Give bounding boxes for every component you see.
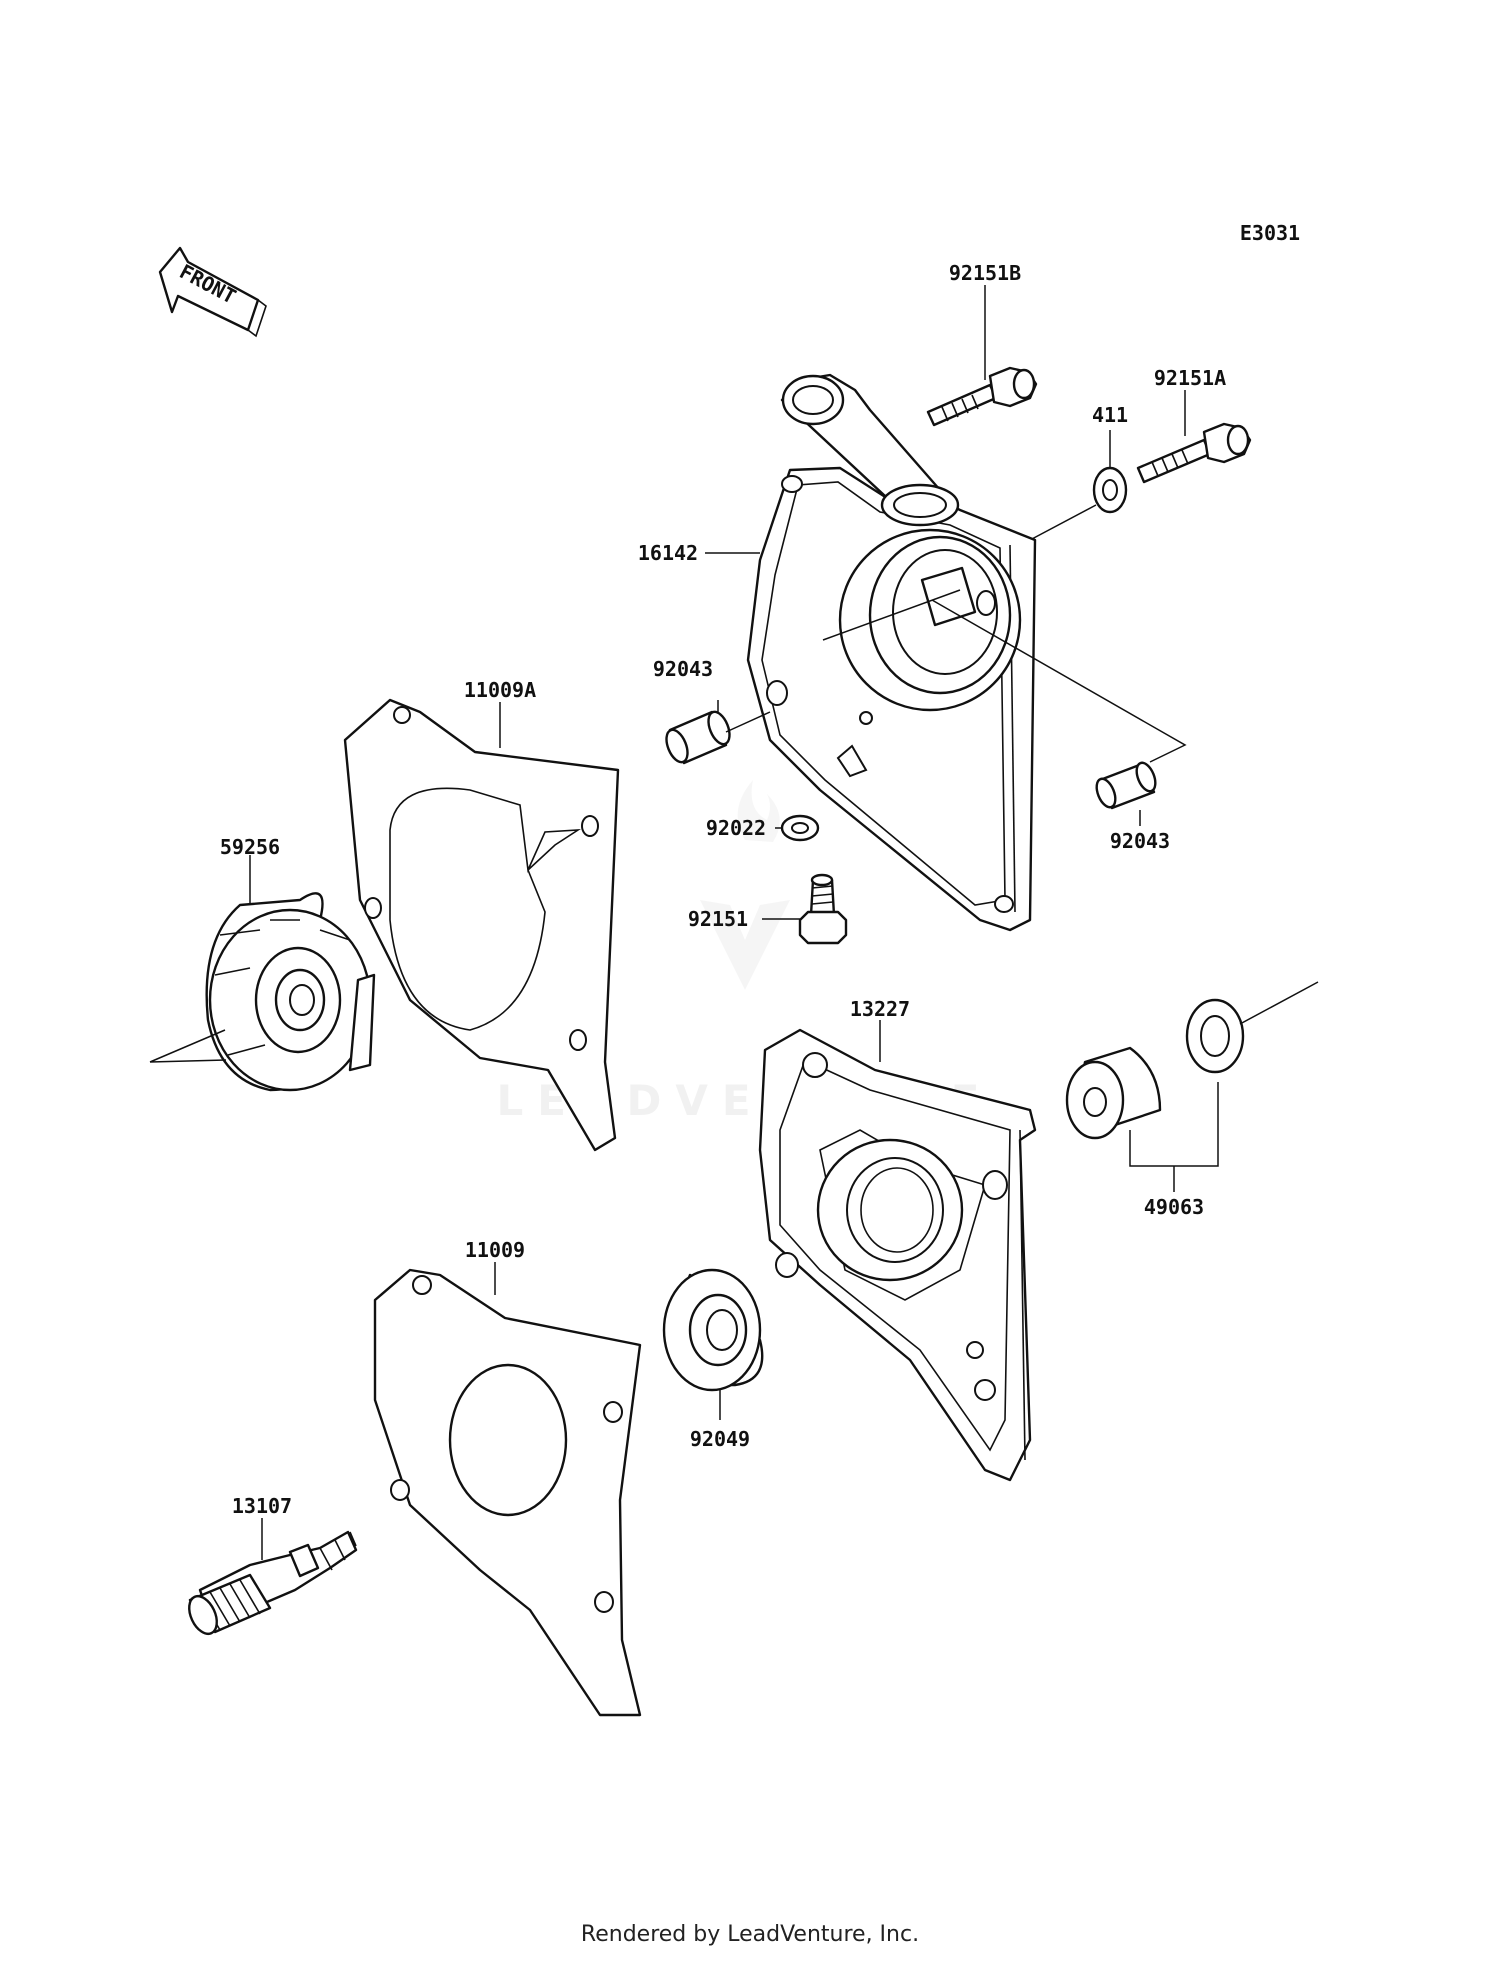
label-92151A: 92151A (1154, 366, 1226, 390)
diagram-code: E3031 (1240, 221, 1300, 245)
label-16142: 16142 (638, 541, 698, 565)
cover-13227: 13227 (758, 997, 1037, 1482)
label-92043-right: 92043 (1110, 829, 1170, 853)
label-92043-left: 92043 (653, 657, 713, 681)
label-411: 411 (1092, 403, 1128, 427)
washer-92022: 92022 (706, 814, 820, 842)
label-11009: 11009 (465, 1238, 525, 1262)
label-13227: 13227 (850, 997, 910, 1021)
label-11009A: 11009A (464, 678, 536, 702)
pump-housing-16142: 16142 (638, 373, 1187, 932)
bolt-92151B: 92151B (926, 261, 1038, 427)
washer-411: 411 (1029, 403, 1128, 541)
label-92151: 92151 (688, 907, 748, 931)
label-92151B: 92151B (949, 261, 1021, 285)
label-59256: 59256 (220, 835, 280, 859)
dowel-92043-right: 92043 (1095, 761, 1170, 853)
footer-credit: Rendered by LeadVenture, Inc. (580, 1922, 920, 1947)
bolt-92151A: 92151A (1136, 366, 1252, 484)
front-arrow-icon: FRONT (158, 246, 267, 338)
label-92022: 92022 (706, 816, 766, 840)
oil-seal-92049: 92049 (662, 1268, 764, 1451)
gasket-11009A: 11009A (343, 678, 620, 1152)
seal-49063: 49063 (1065, 981, 1319, 1219)
impeller-59256: 59256 (149, 835, 376, 1092)
shaft-13107: 13107 (188, 1494, 358, 1636)
dowel-92043-left: 92043 (653, 657, 771, 765)
gasket-11009: 11009 (373, 1238, 642, 1717)
label-92049: 92049 (690, 1427, 750, 1451)
label-13107: 13107 (232, 1494, 292, 1518)
label-49063: 49063 (1144, 1195, 1204, 1219)
bolt-92151: 92151 (688, 873, 848, 945)
